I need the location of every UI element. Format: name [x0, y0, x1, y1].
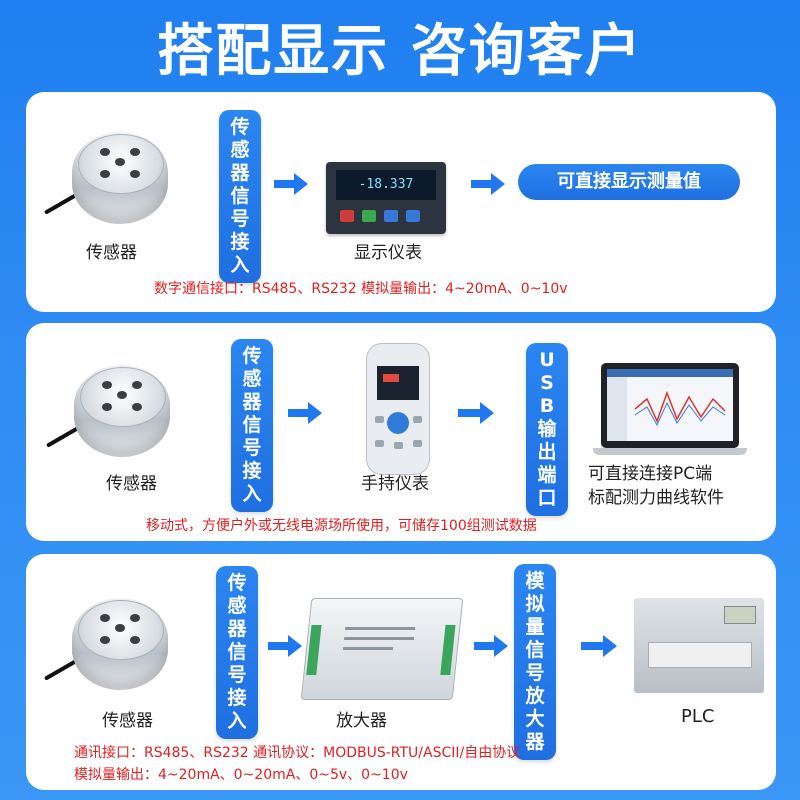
analog-amplifier-badge: 模拟量信号放大器 — [514, 564, 556, 760]
result-line-1: 可直接连接PC端 — [588, 464, 713, 484]
panel-amplifier: 传感器 传感器信号接入 放大器 模拟量信号放大器 PLC 通讯接口：RS485、… — [26, 554, 776, 790]
panel-display-meter: 传感器 传感器信号接入 -18.337 显示仪表 可直接显示测量值 数字通信接口… — [26, 92, 776, 312]
sensor-label: 传感器 — [106, 474, 157, 494]
meter-reading: -18.337 — [336, 170, 436, 200]
spec-note: 数字通信接口：RS485、RS232 模拟量输出：4~20mA、0~10v — [154, 281, 568, 297]
spec-note: 移动式，方便户外或无线电源场所使用，可储存100组测试数据 — [146, 518, 537, 534]
arrow-icon — [458, 402, 494, 424]
spec-note-2: 模拟量输出：4~20mA、0~20mA、0~5v、0~10v — [74, 767, 408, 783]
spec-note-1: 通讯接口：RS485、RS232 通讯协议：MODBUS-RTU/ASCII/自… — [74, 745, 521, 761]
curve-software-icon — [607, 369, 733, 441]
signal-input-badge: 传感器信号接入 — [231, 339, 273, 512]
sensor-label: 传感器 — [86, 243, 137, 263]
arrow-icon — [471, 173, 505, 195]
amplifier-image — [300, 598, 464, 700]
signal-input-badge: 传感器信号接入 — [219, 110, 261, 283]
laptop-image — [593, 363, 747, 455]
signal-input-badge: 传感器信号接入 — [216, 566, 258, 739]
result-badge: 可直接显示测量值 — [518, 164, 740, 200]
plc-image — [634, 598, 764, 693]
arrow-icon — [268, 635, 302, 657]
load-cell-sensor-image — [43, 588, 174, 698]
arrow-icon — [288, 402, 322, 424]
arrow-icon — [274, 173, 308, 195]
display-meter-image: -18.337 — [326, 162, 446, 234]
plc-label: PLC — [681, 706, 715, 727]
load-cell-sensor-image — [43, 122, 174, 232]
handheld-meter-image — [366, 343, 430, 475]
result-line-2: 标配测力曲线软件 — [588, 488, 724, 508]
sensor-label: 传感器 — [102, 711, 153, 731]
page-title: 搭配显示 咨询客户 — [157, 19, 643, 84]
device-label: 显示仪表 — [354, 243, 422, 263]
device-label: 放大器 — [336, 711, 387, 731]
arrow-icon — [474, 635, 508, 657]
arrow-icon — [581, 635, 617, 657]
load-cell-sensor-image — [45, 355, 176, 465]
device-label: 手持仪表 — [361, 474, 429, 494]
